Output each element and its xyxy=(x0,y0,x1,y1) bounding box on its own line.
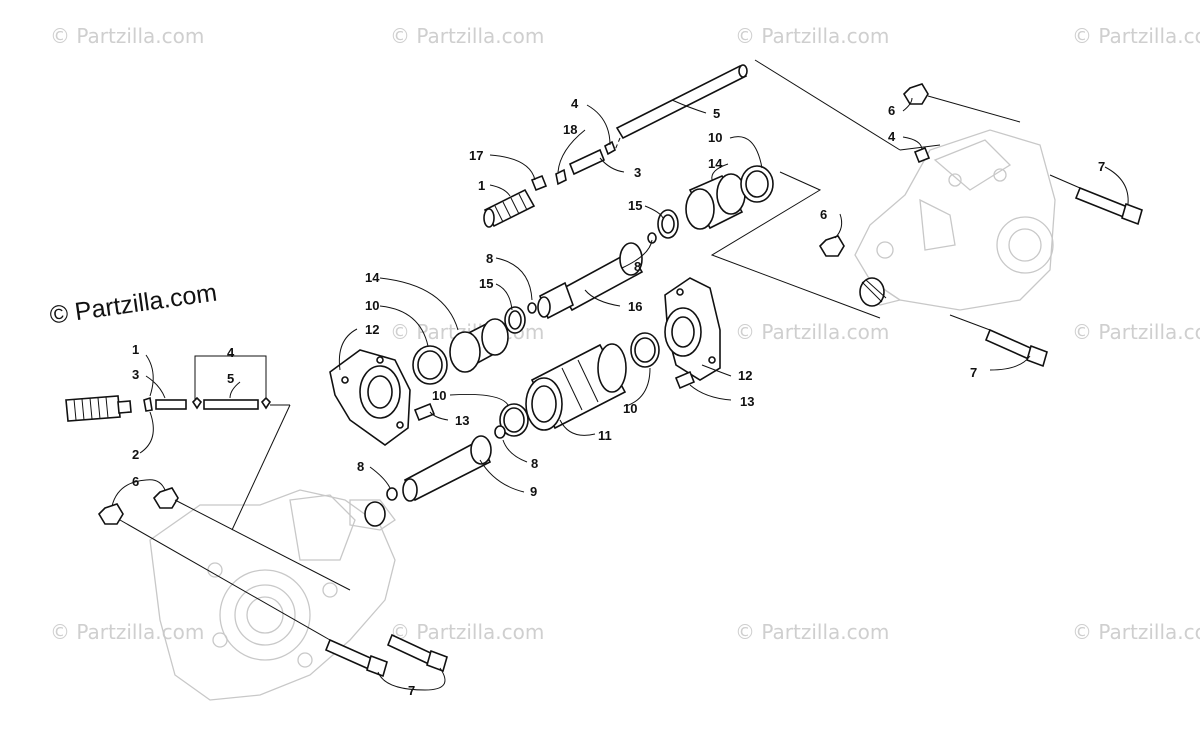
callout-6: 6 xyxy=(820,207,828,222)
callout-6: 6 xyxy=(132,474,140,489)
shaft-long-left xyxy=(203,399,259,410)
watermark: © Partzilla.com xyxy=(390,620,545,644)
callout-10: 10 xyxy=(623,401,638,416)
callout-2: 2 xyxy=(132,447,140,462)
callout-10: 10 xyxy=(432,388,447,403)
callout-4: 4 xyxy=(227,345,235,360)
bolt-13-left xyxy=(413,402,436,422)
retainer-8 xyxy=(527,302,537,314)
boot-top xyxy=(483,188,536,228)
callout-17: 17 xyxy=(469,148,484,163)
front-gear-case xyxy=(149,489,396,701)
callout-6: 6 xyxy=(888,103,896,118)
callout-1: 1 xyxy=(478,178,486,193)
boot-left xyxy=(65,395,132,422)
clip-left xyxy=(191,396,203,410)
spline-shaft xyxy=(537,242,644,320)
callout-10: 10 xyxy=(365,298,380,313)
callout-3: 3 xyxy=(634,165,642,180)
callout-13: 13 xyxy=(740,394,755,409)
retainer-8b xyxy=(494,425,506,439)
bolt-7-left-b xyxy=(386,633,448,673)
callout-14: 14 xyxy=(708,156,723,171)
retainer-8c xyxy=(386,487,398,501)
clip-top xyxy=(555,168,567,186)
callout-12: 12 xyxy=(738,368,753,383)
callout-15: 15 xyxy=(628,198,643,213)
nut-6-left-a xyxy=(152,487,179,509)
callout-10: 10 xyxy=(708,130,723,145)
callout-7: 7 xyxy=(1098,159,1106,174)
nut-6-mid-right xyxy=(818,235,845,257)
coupler-upper xyxy=(647,165,774,244)
long-shaft-top xyxy=(615,64,748,140)
callout-5: 5 xyxy=(713,106,721,121)
watermark: © Partzilla.com xyxy=(50,620,205,644)
flange-left xyxy=(329,349,411,446)
callout-15: 15 xyxy=(479,276,494,291)
watermark: © Partzilla.com xyxy=(735,620,890,644)
spline-shaft-lower xyxy=(402,435,492,502)
callout-7: 7 xyxy=(970,365,978,380)
nut-6-top-right xyxy=(902,83,929,105)
flange-right xyxy=(664,277,721,381)
bolt-7-left-a xyxy=(324,638,388,678)
callout-12: 12 xyxy=(365,322,380,337)
watermark: © Partzilla.com xyxy=(735,320,890,344)
callout-8: 8 xyxy=(531,456,539,471)
callout-18: 18 xyxy=(563,122,578,137)
callout-16: 16 xyxy=(628,299,643,314)
callout-14: 14 xyxy=(365,270,380,285)
rear-gear-case xyxy=(854,129,1056,311)
callout-9: 9 xyxy=(530,484,538,499)
callout-7: 7 xyxy=(408,683,416,698)
washer-4-right xyxy=(913,146,931,164)
coupler-left xyxy=(412,318,509,385)
callout-8: 8 xyxy=(486,251,494,266)
watermark: © Partzilla.com xyxy=(50,24,205,48)
watermark: © Partzilla.com xyxy=(735,24,890,48)
watermark: © Partzilla.com xyxy=(1072,24,1200,48)
bolt-7-right-bottom xyxy=(984,328,1048,368)
callout-4: 4 xyxy=(571,96,579,111)
callout-1: 1 xyxy=(132,342,140,357)
callout-3: 3 xyxy=(132,367,140,382)
callout-11: 11 xyxy=(598,428,612,443)
callout-4: 4 xyxy=(888,129,896,144)
clip-left-2 xyxy=(260,396,272,410)
pin-left xyxy=(143,396,153,412)
pin-top xyxy=(530,174,548,192)
callout-5: 5 xyxy=(227,371,235,386)
callout-8: 8 xyxy=(357,459,365,474)
watermark: © Partzilla.com xyxy=(390,24,545,48)
watermark: © Partzilla.com xyxy=(1072,620,1200,644)
nut-6-left-b xyxy=(97,503,124,525)
shaft-short-top xyxy=(568,148,606,176)
callout-13: 13 xyxy=(455,413,470,428)
watermark: © Partzilla.com xyxy=(1072,320,1200,344)
shaft-short-left xyxy=(155,399,187,410)
bolt-13-right xyxy=(674,370,696,390)
callout-8: 8 xyxy=(634,259,642,274)
bolt-7-right-top xyxy=(1074,186,1143,226)
coupler-11 xyxy=(525,343,627,431)
